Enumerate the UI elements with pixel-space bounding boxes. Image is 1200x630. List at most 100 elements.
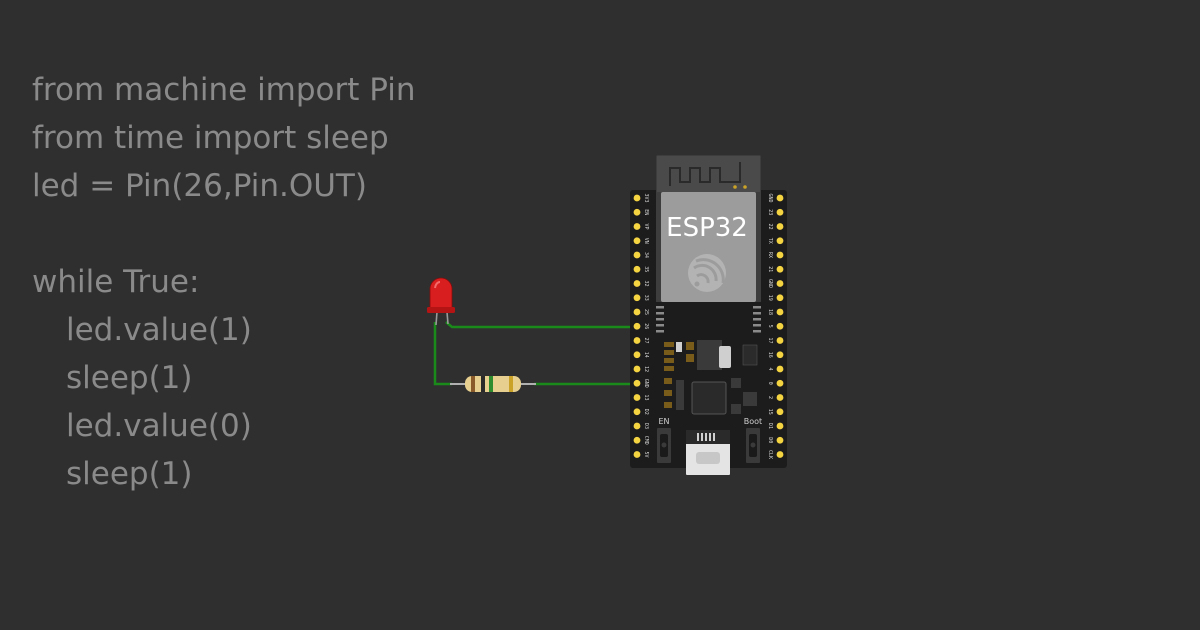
module-label: ESP32 [666, 213, 748, 243]
boot-button[interactable] [746, 428, 760, 463]
right-pin-0[interactable] [776, 379, 784, 387]
right-pin-label: D0 [767, 437, 773, 443]
left-pin-label: 12 [643, 366, 649, 372]
right-pin-label: 4 [767, 367, 773, 370]
left-pin-vn[interactable] [633, 237, 641, 245]
left-pin-label: VN [643, 238, 649, 244]
left-pin-33[interactable] [633, 294, 641, 302]
right-pin-5[interactable] [776, 322, 784, 330]
right-pin-label: 17 [767, 337, 773, 343]
left-pin-12[interactable] [633, 365, 641, 373]
wires [433, 321, 636, 386]
usb-port[interactable] [686, 430, 730, 475]
right-pin-label: 23 [767, 209, 773, 215]
esp32-module: ESP32 [656, 155, 761, 335]
right-pin-gnd[interactable] [776, 194, 784, 202]
left-pin-5v[interactable] [633, 451, 641, 458]
left-pin-label: 27 [643, 337, 649, 343]
right-pin-22[interactable] [776, 223, 784, 230]
en-label: EN [658, 417, 669, 426]
right-pin-21[interactable] [776, 265, 784, 273]
right-pin-4[interactable] [776, 365, 784, 373]
right-pin-label: CLK [767, 450, 773, 459]
right-pin-18[interactable] [776, 308, 784, 316]
right-pin-label: 16 [767, 352, 773, 358]
right-pin-23[interactable] [776, 208, 784, 216]
right-pin-label: GND [767, 193, 773, 202]
left-pin-label: 35 [643, 266, 649, 272]
left-pin-13[interactable] [633, 394, 641, 401]
right-pin-d0[interactable] [776, 436, 784, 444]
boot-label: Boot [744, 417, 762, 426]
code-line: sleep(1) [66, 360, 193, 396]
code-line: sleep(1) [66, 456, 193, 492]
left-pin-label: 14 [643, 352, 649, 358]
code-line: from machine import Pin [32, 72, 416, 108]
left-pin-26[interactable] [633, 322, 641, 330]
right-pin-15[interactable] [776, 408, 784, 416]
resistor[interactable] [450, 376, 536, 392]
code-line: led = Pin(26,Pin.OUT) [32, 168, 367, 204]
left-pin-label: 5V [643, 451, 649, 457]
right-pin-label: GND [767, 279, 773, 288]
right-pin-label: RX [767, 252, 773, 258]
right-pin-label: 15 [767, 409, 773, 415]
left-pin-3v3[interactable] [633, 194, 641, 202]
code-line: from time import sleep [32, 120, 389, 156]
left-pin-vp[interactable] [633, 223, 641, 230]
left-pin-label: 25 [643, 309, 649, 315]
right-pin-label: 18 [767, 309, 773, 315]
right-pin-label: 22 [767, 223, 773, 229]
esp32-board[interactable]: 3V3ENVPVN343532332526271412GND13D2D3CMD5… [630, 155, 787, 475]
left-pin-label: 32 [643, 280, 649, 286]
left-pin-label: VP [643, 223, 649, 229]
left-pin-en[interactable] [633, 208, 641, 216]
left-pin-header: 3V3ENVPVN343532332526271412GND13D2D3CMD5… [633, 193, 649, 458]
right-pin-label: 0 [767, 382, 773, 385]
led-to-resistor-wire[interactable] [433, 322, 452, 386]
right-pin-clk[interactable] [776, 451, 784, 458]
left-pin-d3[interactable] [633, 422, 641, 430]
right-pin-label: TX [767, 238, 773, 244]
left-pin-25[interactable] [633, 308, 641, 316]
red-led[interactable] [427, 277, 455, 326]
left-pin-32[interactable] [633, 280, 641, 287]
led-to-gpio26-wire[interactable] [445, 321, 636, 329]
right-pin-label: 21 [767, 266, 773, 272]
right-pin-2[interactable] [776, 394, 784, 401]
left-pin-14[interactable] [633, 351, 641, 359]
right-pin-label: 2 [767, 396, 773, 399]
right-pin-gnd[interactable] [776, 280, 784, 287]
left-pin-label: 33 [643, 295, 649, 301]
right-pin-label: 19 [767, 295, 773, 301]
code-listing: from machine import Pin from time import… [32, 66, 416, 498]
right-pin-16[interactable] [776, 351, 784, 359]
right-pin-label: D1 [767, 423, 773, 429]
smd-components [664, 340, 758, 415]
left-pin-27[interactable] [633, 337, 641, 344]
right-pin-17[interactable] [776, 337, 784, 344]
left-pin-label: D3 [643, 423, 649, 429]
left-pin-gnd[interactable] [633, 379, 641, 387]
left-pin-34[interactable] [633, 251, 641, 259]
left-pin-label: 13 [643, 394, 649, 400]
left-pin-35[interactable] [633, 265, 641, 273]
espressif-logo-icon [688, 254, 726, 292]
left-pin-cmd[interactable] [633, 436, 641, 444]
left-pin-d2[interactable] [633, 408, 641, 416]
right-pin-rx[interactable] [776, 251, 784, 259]
right-pin-19[interactable] [776, 294, 784, 302]
right-pin-label: 5 [767, 325, 773, 328]
code-line: led.value(1) [66, 312, 252, 348]
en-button[interactable] [657, 428, 671, 463]
left-pin-label: 26 [643, 323, 649, 329]
right-pin-d1[interactable] [776, 422, 784, 430]
code-line: led.value(0) [66, 408, 252, 444]
left-pin-label: EN [643, 209, 649, 215]
code-line: while True: [32, 264, 200, 300]
right-pin-tx[interactable] [776, 237, 784, 245]
left-pin-label: 34 [643, 252, 649, 258]
left-pin-label: D2 [643, 409, 649, 415]
